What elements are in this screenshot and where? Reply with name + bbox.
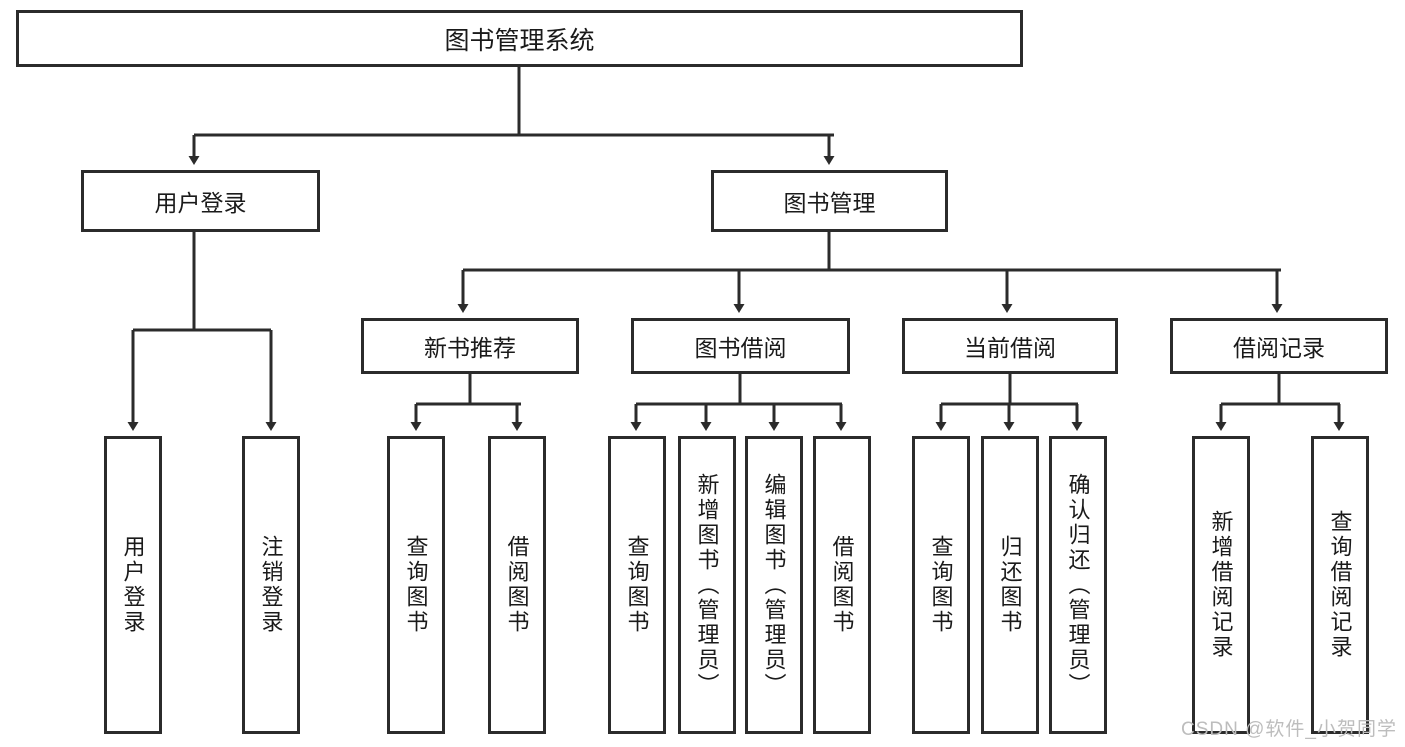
node-current-borrowing[interactable]: 当前借阅 xyxy=(902,318,1118,374)
node-label: 新增借阅记录 xyxy=(1208,510,1234,660)
node-root-book-management-system[interactable]: 图书管理系统 xyxy=(16,10,1023,67)
leaf-query-borrow-record[interactable]: 查询借阅记录 xyxy=(1311,436,1369,734)
node-user-login[interactable]: 用户登录 xyxy=(81,170,320,232)
leaf-edit-book-admin[interactable]: 编辑图书（管理员） xyxy=(745,436,803,734)
node-label: 图书管理系统 xyxy=(444,26,595,55)
node-label: 归还图书 xyxy=(997,535,1023,635)
leaf-borrow-book-recommend[interactable]: 借阅图书 xyxy=(488,436,546,734)
leaf-inner: 查询图书 xyxy=(915,443,967,727)
leaf-inner: 确认归还（管理员） xyxy=(1052,443,1104,727)
node-book-management[interactable]: 图书管理 xyxy=(711,170,948,232)
leaf-logout[interactable]: 注销登录 xyxy=(242,436,300,734)
leaf-add-borrow-record[interactable]: 新增借阅记录 xyxy=(1192,436,1250,734)
leaf-confirm-return-admin[interactable]: 确认归还（管理员） xyxy=(1049,436,1107,734)
leaf-inner: 借阅图书 xyxy=(491,443,543,727)
node-label: 确认归还（管理员） xyxy=(1065,472,1091,698)
node-book-borrowing[interactable]: 图书借阅 xyxy=(631,318,850,374)
node-label: 借阅图书 xyxy=(829,535,855,635)
leaf-inner: 用户登录 xyxy=(107,443,159,727)
node-label: 图书管理 xyxy=(783,190,876,216)
node-new-book-recommendation[interactable]: 新书推荐 xyxy=(361,318,579,374)
node-label: 借阅记录 xyxy=(1233,335,1325,361)
leaf-add-book-admin[interactable]: 新增图书（管理员） xyxy=(678,436,736,734)
node-label: 查询图书 xyxy=(624,535,650,635)
node-label: 新增图书（管理员） xyxy=(694,472,720,698)
leaf-inner: 归还图书 xyxy=(984,443,1036,727)
node-label: 编辑图书（管理员） xyxy=(761,472,787,698)
node-label: 查询借阅记录 xyxy=(1327,510,1353,660)
node-label: 用户登录 xyxy=(120,535,146,635)
leaf-query-book-borrow[interactable]: 查询图书 xyxy=(608,436,666,734)
node-borrowing-records[interactable]: 借阅记录 xyxy=(1170,318,1388,374)
leaf-inner: 借阅图书 xyxy=(816,443,868,727)
node-label: 查询图书 xyxy=(403,535,429,635)
leaf-query-book-recommend[interactable]: 查询图书 xyxy=(387,436,445,734)
leaf-borrow-book[interactable]: 借阅图书 xyxy=(813,436,871,734)
leaf-inner: 查询图书 xyxy=(390,443,442,727)
leaf-inner: 新增借阅记录 xyxy=(1195,443,1247,727)
node-label: 新书推荐 xyxy=(424,335,516,361)
node-label: 借阅图书 xyxy=(504,535,530,635)
leaf-inner: 查询借阅记录 xyxy=(1314,443,1366,727)
leaf-inner: 新增图书（管理员） xyxy=(681,443,733,727)
leaf-user-login[interactable]: 用户登录 xyxy=(104,436,162,734)
leaf-inner: 查询图书 xyxy=(611,443,663,727)
leaf-inner: 编辑图书（管理员） xyxy=(748,443,800,727)
node-label: 用户登录 xyxy=(154,190,247,216)
leaf-query-book-current[interactable]: 查询图书 xyxy=(912,436,970,734)
node-label: 查询图书 xyxy=(928,535,954,635)
node-label: 当前借阅 xyxy=(964,335,1056,361)
leaf-inner: 注销登录 xyxy=(245,443,297,727)
csdn-watermark: CSDN @软件_小贺同学 xyxy=(1181,719,1397,740)
leaf-return-book[interactable]: 归还图书 xyxy=(981,436,1039,734)
node-label: 图书借阅 xyxy=(694,335,787,361)
node-label: 注销登录 xyxy=(258,535,284,635)
